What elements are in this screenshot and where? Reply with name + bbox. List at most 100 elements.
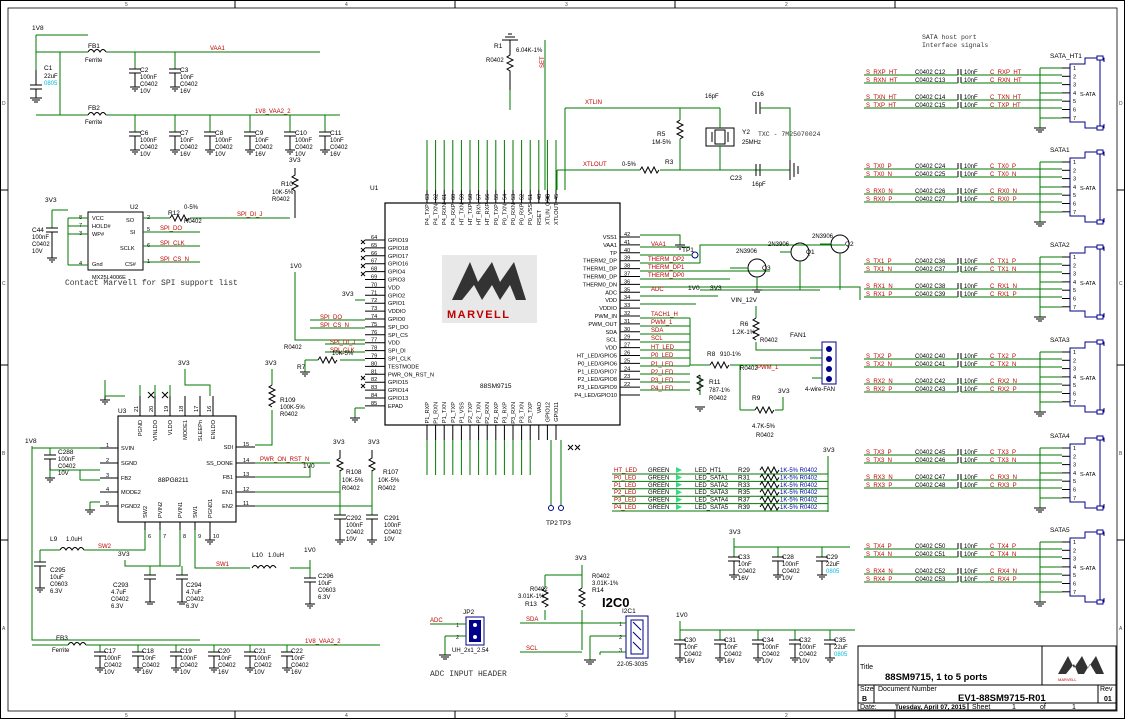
zone-right-b: B bbox=[1119, 451, 1123, 457]
led-diode-icon bbox=[676, 481, 682, 488]
q3-val: 2N3906 bbox=[736, 249, 758, 255]
c16-ref: C16 bbox=[752, 91, 764, 98]
u1-right-pin-num: 33 bbox=[624, 303, 630, 309]
u1-left-pin-num: 77 bbox=[371, 338, 377, 344]
u3-nets: 1V8 C288 100nF C0402 10V 3V3 3V3 R109 10… bbox=[25, 360, 402, 641]
led-3v3: 3V3 bbox=[823, 447, 835, 454]
rcap-4-ref: C31 bbox=[724, 637, 736, 644]
ground-symbol bbox=[753, 657, 763, 663]
u1-bottom-pin-name: GPIO12 bbox=[545, 402, 551, 422]
sata-cap-symbol bbox=[957, 77, 962, 83]
u3-left-pin-num: 2 bbox=[106, 458, 109, 464]
bcap-0-val: 100nF bbox=[104, 656, 121, 662]
u2-3v3: 3V3 bbox=[45, 197, 57, 204]
ground-symbol bbox=[675, 657, 685, 663]
q2-val: 2N3906 bbox=[812, 234, 834, 240]
c294-val: 4.7uF bbox=[186, 590, 202, 596]
u1-left-pin-name: GPIO13 bbox=[388, 396, 408, 402]
u1-left-pin-num: 82 bbox=[371, 377, 377, 383]
sata-left-net: S_RX1_N bbox=[866, 284, 893, 290]
r107-3v3: 3V3 bbox=[368, 439, 380, 446]
u3-left-pin-name: MODE2 bbox=[121, 490, 141, 496]
c288-val: 100nF bbox=[58, 457, 75, 463]
date-label: Date: bbox=[860, 704, 877, 711]
i2c1-val: 22-05-3035 bbox=[617, 662, 648, 668]
u1-left-pin-name: VDD bbox=[388, 285, 400, 291]
net-scl: SCL bbox=[526, 646, 538, 652]
cap-symbol bbox=[208, 651, 220, 668]
sata-cap-symbol bbox=[957, 361, 962, 367]
u1-top-pin-name: P0_TXN bbox=[502, 204, 508, 225]
sata-cap-ref: C0402 C38 bbox=[915, 284, 946, 290]
rcap-3-pkg: C0402 bbox=[684, 652, 702, 658]
u3-bottom-pin-num: 8 bbox=[183, 534, 186, 540]
docnum-value: EV1-88SM9715-R01 bbox=[958, 693, 1046, 704]
sata-cap-symbol bbox=[957, 482, 962, 488]
u1-bottom-pin-name: GPIO11 bbox=[554, 402, 560, 422]
rcap-0-volt: 16V bbox=[738, 576, 749, 582]
sata-left-net: S_RX2_N bbox=[866, 379, 893, 385]
cap-4-val: 10nF bbox=[180, 138, 194, 144]
sata-left-net: S_TXN_HT bbox=[866, 95, 897, 101]
ferrite-fb2-symbol bbox=[87, 112, 107, 116]
i2c-section: 3V3 R0402 3.01K-1% R13 R0402 3.01K-1% R1… bbox=[518, 440, 649, 668]
u3-top-pin-name: PGND bbox=[138, 420, 144, 436]
r11-pkg: R0402 bbox=[709, 396, 727, 402]
sata-pin-num: 1 bbox=[1073, 540, 1076, 546]
r12-pkg: R0402 bbox=[184, 219, 202, 225]
net-ht-led-u1: HT_LED bbox=[651, 345, 675, 351]
sata-ground-symbol bbox=[1034, 221, 1046, 227]
u3-bottom-pin-num: 10 bbox=[213, 534, 219, 540]
docnum-label: Document Number bbox=[878, 686, 937, 693]
tp2-ref: TP2 bbox=[546, 520, 558, 527]
r13-pkg: R0402 bbox=[530, 587, 548, 593]
sata-pin-num: 5 bbox=[1073, 479, 1076, 485]
u2-body bbox=[87, 211, 144, 271]
sata-cap-symbol bbox=[957, 102, 962, 108]
sata-cap-val: 10nF bbox=[964, 354, 978, 360]
u1-right-pin-num: 30 bbox=[624, 327, 630, 333]
c291-v: 10V bbox=[384, 537, 395, 543]
ground-xtal bbox=[789, 160, 799, 180]
cap-7-val: 100nF bbox=[295, 138, 312, 144]
sata-right-net: C_TXP_HT bbox=[990, 103, 1021, 109]
led-color-3: GREEN bbox=[648, 490, 669, 496]
ground-symbol bbox=[715, 657, 725, 663]
sata-pin-num: 3 bbox=[1073, 177, 1076, 183]
led-net-5: P4_LED bbox=[614, 505, 637, 511]
ground-symbol bbox=[245, 667, 255, 673]
sata-ground-wire bbox=[1039, 256, 1062, 317]
r1-symbol bbox=[505, 40, 515, 90]
sata-left-net: S_TX3_P bbox=[866, 450, 892, 456]
r107-val: 10K-5% bbox=[378, 478, 400, 484]
sata-cap-val: 10nF bbox=[964, 189, 978, 195]
u3-right-pin-name: FB1 bbox=[223, 475, 233, 481]
fb1-val: Ferrite bbox=[85, 58, 103, 64]
title-block: Title 88SM9715, 1 to 5 ports MARVELL Siz… bbox=[857, 645, 1117, 711]
cap-7-ref: C10 bbox=[295, 130, 307, 137]
bcap-3-ref: C20 bbox=[218, 648, 230, 655]
zone-right-a: A bbox=[1119, 626, 1123, 632]
sata-right-net: C_TX2_P bbox=[990, 354, 1016, 360]
sata-right-net: C_RX2_P bbox=[990, 387, 1017, 393]
u1-left-pin-num: 75 bbox=[371, 322, 377, 328]
r11-ref: R11 bbox=[709, 379, 721, 386]
title-text: 88SM9715, 1 to 5 ports bbox=[885, 672, 987, 683]
sata-pin-num: 3 bbox=[1073, 272, 1076, 278]
sata-cap-symbol bbox=[957, 386, 962, 392]
sata-cap-ref: C0402 C45 bbox=[915, 450, 946, 456]
u3-right-pin-num: 14 bbox=[243, 458, 249, 464]
zone-side-d: D bbox=[2, 101, 6, 107]
zone-top-4: 4 bbox=[345, 2, 348, 8]
i2c-title: I2C0 bbox=[602, 595, 629, 610]
net-sw1: SW1 bbox=[216, 562, 230, 568]
r5-val: 1M-5% bbox=[652, 140, 672, 146]
ferrite-fb1-symbol bbox=[87, 49, 107, 53]
led-res-ref-1: R31 bbox=[738, 474, 750, 481]
u2-pin-5: 5 bbox=[147, 227, 150, 233]
sheet-of-label: of bbox=[1040, 704, 1046, 711]
rcap-2-val: 22uF bbox=[826, 562, 840, 568]
u3-left-pin-name: PGND2 bbox=[121, 504, 140, 510]
zone-side-a: A bbox=[2, 626, 6, 632]
sata-cap-ref: C0402 C47 bbox=[915, 475, 946, 481]
